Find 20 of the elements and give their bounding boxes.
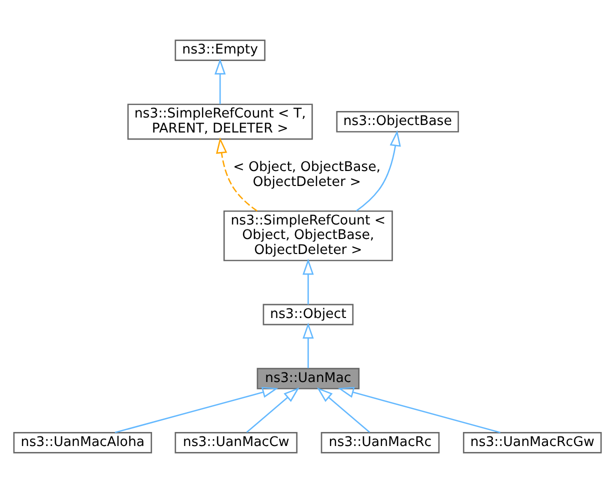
node-box: ns3::UanMacRcGw xyxy=(462,432,602,454)
node-box: ns3::SimpleRefCount < Object, ObjectBase, ObjectDeleter > xyxy=(223,210,393,262)
edge-label: < Object, ObjectBase, ObjectDeleter > xyxy=(233,160,381,190)
node-box: ns3::UanMacCw xyxy=(174,432,298,454)
node-box: ns3::Empty xyxy=(174,40,266,62)
arrow xyxy=(114,386,278,434)
arrow xyxy=(302,322,314,368)
node-box: ns3::Object xyxy=(262,304,354,326)
arrow xyxy=(338,386,500,434)
arrow xyxy=(302,258,314,304)
arrow xyxy=(216,137,258,212)
node-box: ns3::UanMacAloha xyxy=(13,432,152,454)
node-box: ns3::ObjectBase xyxy=(336,111,459,132)
arrow xyxy=(246,387,300,433)
arrow xyxy=(214,58,226,104)
node-box: ns3::UanMac xyxy=(256,368,360,390)
arrow xyxy=(356,130,401,212)
node-box: ns3::UanMacRc xyxy=(320,432,440,454)
arrow xyxy=(316,387,370,433)
node-box: ns3::SimpleRefCount < T, PARENT, DELETER > xyxy=(127,104,313,140)
